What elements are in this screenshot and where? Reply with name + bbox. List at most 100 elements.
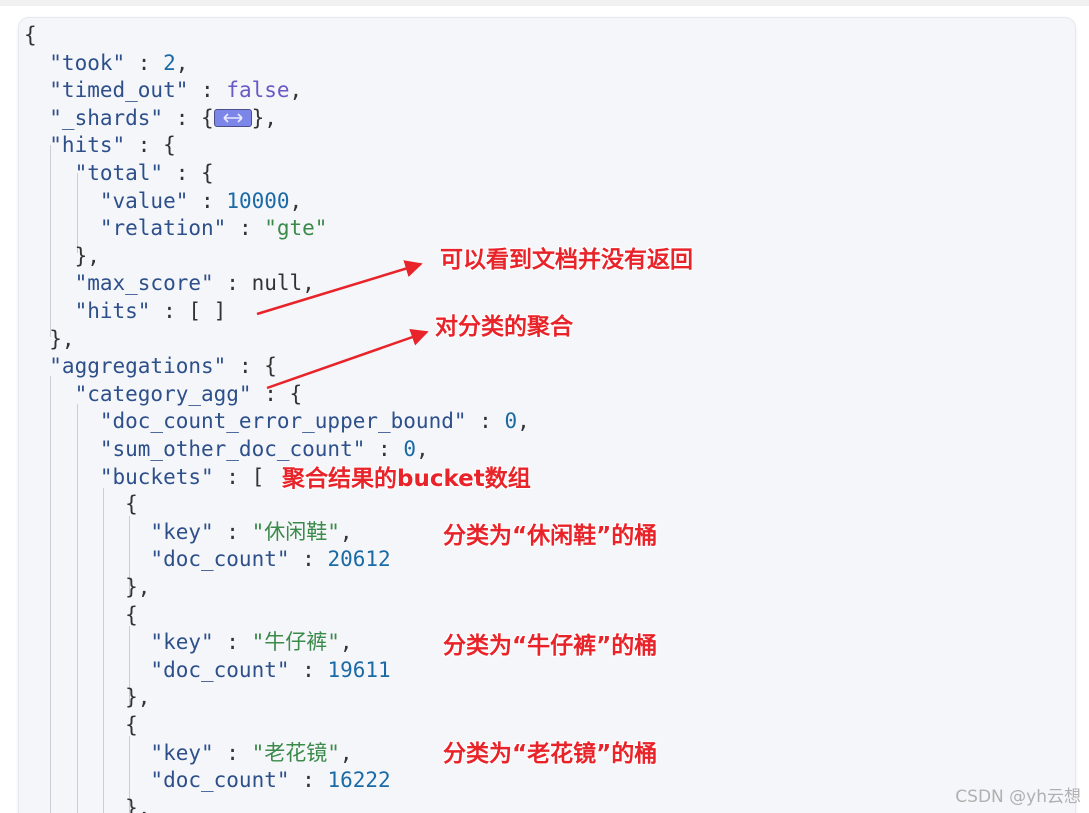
json-punctuation: , (289, 188, 303, 213)
code-line: "doc_count" : 20612 (24, 545, 391, 573)
json-value: 19611 (327, 657, 391, 682)
code-line: }, (24, 325, 75, 353)
json-punctuation: , (175, 50, 189, 75)
arrow-to-agg-note (266, 328, 429, 390)
json-key: "sum_other_doc_count" (24, 437, 366, 461)
code-line: "key" : "休闲鞋", (24, 518, 353, 546)
expand-collapsed-icon[interactable] (213, 108, 252, 127)
json-punctuation: : (213, 740, 252, 765)
json-key: "total" (24, 161, 164, 185)
json-punctuation: , (517, 409, 530, 434)
code-line: }, (24, 573, 150, 601)
indent-guide (50, 145, 51, 337)
code-line: }, (24, 242, 100, 270)
json-punctuation: : (365, 437, 404, 461)
json-value: "休闲鞋" (251, 519, 340, 544)
json-punctuation: : { (226, 354, 277, 379)
code-line: "key" : "老花镜", (24, 739, 352, 767)
code-line: "category_agg" : { (24, 380, 303, 408)
json-punctuation: }, (251, 105, 277, 130)
code-line: }, (24, 683, 150, 711)
json-punctuation: : { (163, 161, 214, 185)
code-line: "key" : "牛仔裤", (24, 628, 353, 656)
json-key: "key" (24, 740, 214, 765)
json-punctuation: , (339, 630, 353, 655)
json-value: 0 (504, 409, 518, 434)
watermark: CSDN @yh云想 (955, 787, 1081, 807)
indent-guide (103, 488, 104, 813)
json-key: "category_agg" (24, 381, 252, 406)
json-viewer-panel: { "took" : 2, "timed_out" : false, "_sha… (19, 18, 1075, 813)
json-punctuation: : (289, 547, 328, 572)
json-punctuation: : (226, 216, 265, 241)
json-value: 0 (403, 437, 416, 461)
json-punctuation: : (213, 630, 252, 655)
indent-guide (50, 376, 51, 813)
code-line: { (24, 490, 138, 518)
json-key: "max_score" (24, 271, 214, 296)
indent-guide (129, 626, 130, 706)
window-top-edge (0, 0, 1089, 6)
json-key: "hits" (24, 299, 151, 323)
code-line: "total" : { (24, 159, 214, 187)
json-key: "doc_count" (24, 547, 290, 572)
json-punctuation: }, (24, 795, 151, 813)
arrow-to-hits-note (256, 260, 423, 316)
code-line: "doc_count_error_upper_bound" : 0, (24, 407, 530, 435)
json-key: "relation" (24, 216, 227, 241)
code-line: "took" : 2, (24, 49, 188, 77)
json-punctuation: : [ ] (150, 299, 227, 323)
json-punctuation: : (466, 409, 505, 434)
json-punctuation: : { (125, 133, 176, 158)
json-punctuation: }, (24, 326, 75, 351)
json-punctuation: , (302, 271, 315, 296)
code-line: "hits" : [ ] (24, 297, 227, 325)
json-value: "牛仔裤" (251, 630, 340, 655)
indent-guide (129, 736, 130, 813)
annotation-hits: 可以看到文档并没有返回 (440, 247, 693, 273)
json-key: "doc_count_error_upper_bound" (24, 409, 467, 434)
json-punctuation: , (415, 437, 429, 461)
code-line: "hits" : { (24, 131, 176, 159)
json-punctuation: }, (24, 575, 151, 599)
annotation-bucket-3: 分类为“老花镜”的桶 (443, 741, 658, 767)
json-punctuation: { (24, 713, 138, 737)
json-value: 2 (163, 50, 176, 75)
json-punctuation: : { (163, 105, 214, 130)
code-line: "max_score" : null, (24, 269, 315, 297)
code-line: "aggregations" : { (24, 352, 277, 380)
json-punctuation: }, (24, 243, 100, 268)
code-line: "doc_count" : 19611 (24, 656, 391, 684)
json-value: 10000 (226, 188, 290, 213)
json-value: 20612 (327, 547, 391, 572)
annotation-aggregation: 对分类的聚合 (435, 314, 573, 340)
code-line: "sum_other_doc_count" : 0, (24, 435, 429, 463)
json-key: "_shards" (24, 105, 164, 130)
json-punctuation: : (213, 271, 252, 296)
annotation-buckets: 聚合结果的bucket数组 (282, 466, 531, 492)
json-key: "timed_out" (24, 78, 189, 103)
json-key: "aggregations" (24, 354, 227, 379)
json-key: "doc_count" (24, 657, 290, 682)
json-key: "hits" (24, 133, 126, 158)
code-line: { (24, 601, 138, 629)
json-punctuation: : [ (213, 464, 265, 489)
json-punctuation: : (289, 657, 328, 682)
json-punctuation: }, (24, 685, 151, 710)
json-key: "value" (24, 188, 189, 213)
json-punctuation: , (339, 519, 353, 544)
annotation-bucket-2: 分类为“牛仔裤”的桶 (443, 633, 658, 659)
json-punctuation: { (24, 23, 37, 47)
json-key: "doc_count" (24, 768, 290, 793)
json-value: false (226, 78, 290, 103)
json-punctuation: : (125, 50, 164, 75)
json-key: "key" (24, 519, 214, 544)
indent-guide (129, 516, 130, 596)
json-punctuation: : (188, 78, 227, 103)
annotation-bucket-1: 分类为“休闲鞋”的桶 (443, 523, 658, 549)
code-line: "relation" : "gte" (24, 214, 328, 242)
json-value: 16222 (327, 768, 391, 793)
json-punctuation: { (24, 602, 138, 627)
json-value: "老花镜" (251, 740, 340, 765)
